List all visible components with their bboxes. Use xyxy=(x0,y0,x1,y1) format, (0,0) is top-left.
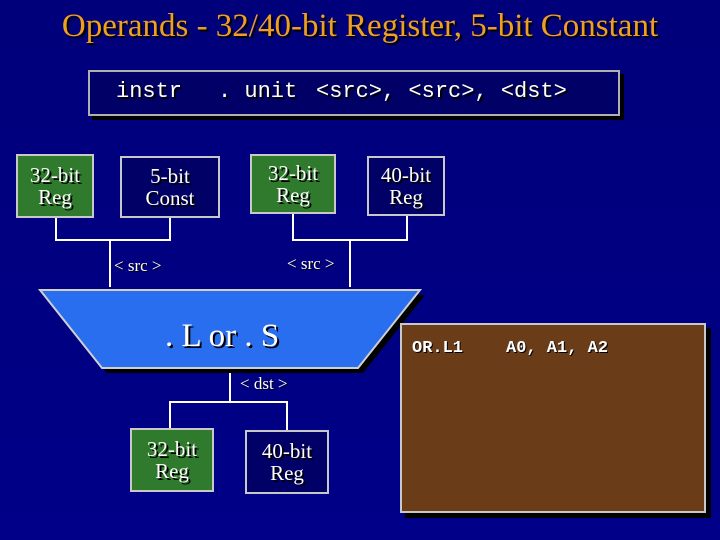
dst-connector xyxy=(169,401,288,430)
src-label-left: < src > xyxy=(114,256,162,275)
code-example-panel: OR.L1 A0, A1, A2 xyxy=(400,323,706,513)
alu-unit-shape xyxy=(37,289,423,369)
slide-title: Operands - 32/40-bit Register, 5-bit Con… xyxy=(61,8,659,44)
src1-connector xyxy=(55,218,171,241)
code-opcode: OR.L1 xyxy=(412,339,464,358)
dst-label: < dst > xyxy=(240,374,288,393)
unit-field: . unit xyxy=(218,79,298,104)
instr-field: instr xyxy=(116,79,183,104)
src-label-right: < src > xyxy=(287,254,335,273)
code-operands: A0, A1, A2 xyxy=(506,339,609,358)
alu-unit-label: . L or . S xyxy=(165,318,280,354)
operands-field: <src>, <src>, <dst> xyxy=(316,79,567,104)
src2-connector xyxy=(292,214,408,241)
instruction-format-box: instr . unit <src>, <src>, <dst> xyxy=(88,70,620,116)
